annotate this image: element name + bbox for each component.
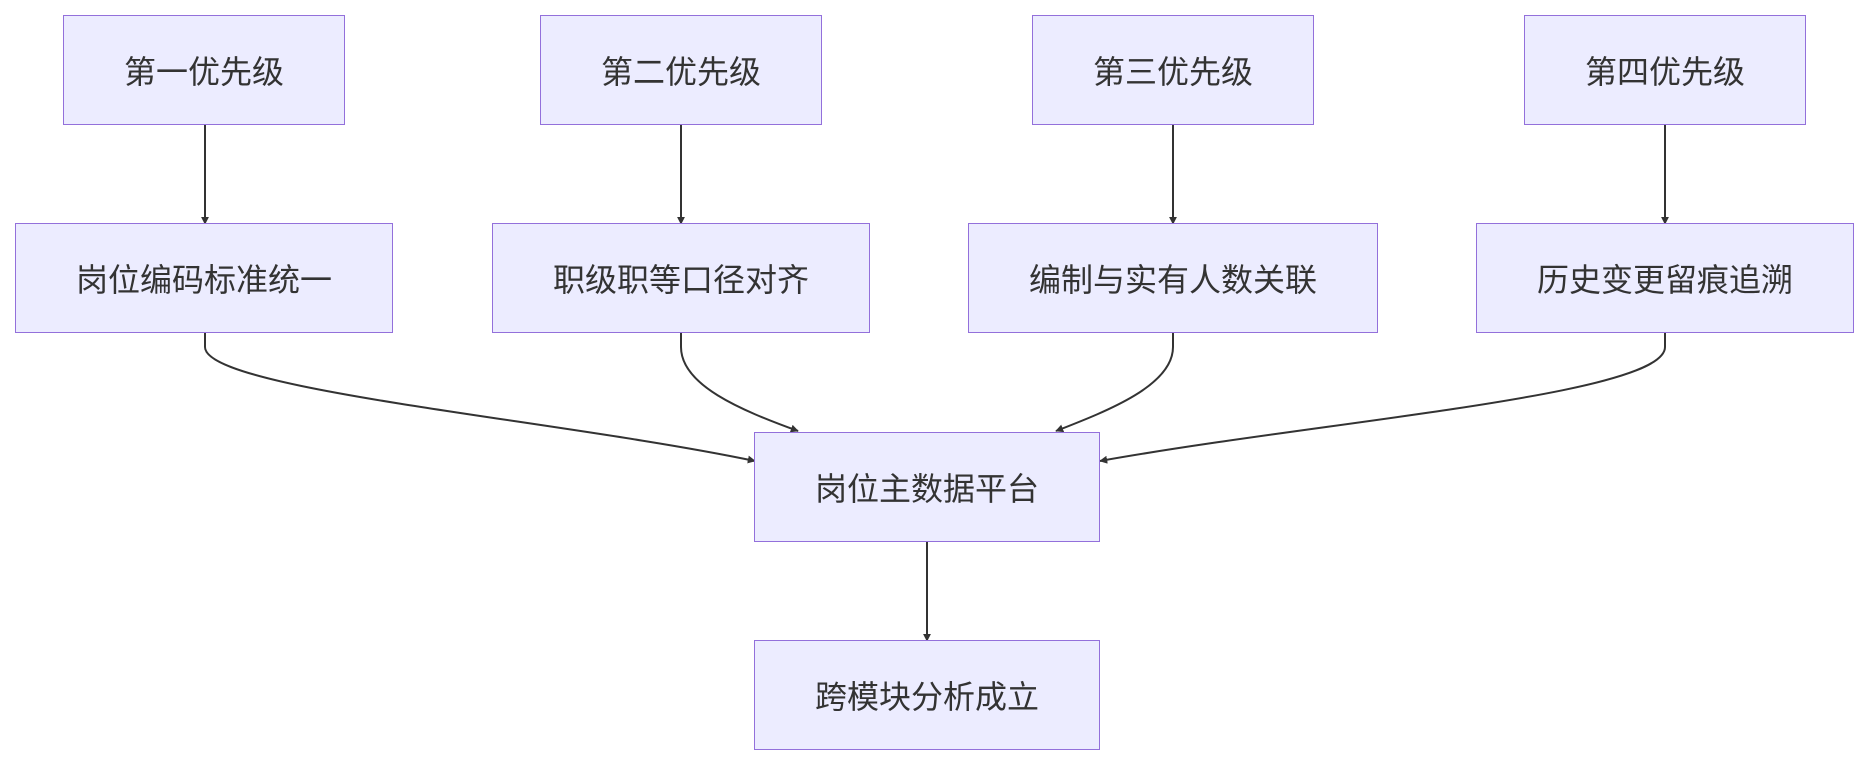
node-label: 职级职等口径对齐: [552, 261, 809, 299]
node-label: 第一优先级: [123, 53, 284, 91]
node-cross-module-analysis: 跨模块分析成立: [754, 640, 1100, 750]
node-priority-1: 第一优先级: [63, 15, 345, 125]
node-label: 跨模块分析成立: [814, 678, 1039, 716]
node-label: 历史变更留痕追溯: [1536, 261, 1793, 299]
node-history-trace: 历史变更留痕追溯: [1476, 223, 1854, 333]
node-label: 岗位编码标准统一: [75, 261, 332, 299]
edge-req2-platform: [680, 333, 799, 433]
node-label: 第四优先级: [1584, 53, 1745, 91]
node-priority-3: 第三优先级: [1032, 15, 1314, 125]
node-position-master-data-platform: 岗位主数据平台: [754, 432, 1100, 542]
node-grade-alignment: 职级职等口径对齐: [492, 223, 870, 333]
node-label: 编制与实有人数关联: [1028, 261, 1317, 299]
node-position-code-standard: 岗位编码标准统一: [15, 223, 393, 333]
node-priority-4: 第四优先级: [1524, 15, 1806, 125]
node-label: 第三优先级: [1092, 53, 1253, 91]
edge-req3-platform: [1055, 333, 1174, 433]
node-label: 第二优先级: [600, 53, 761, 91]
edge-req1-platform: [204, 333, 756, 464]
edge-req4-platform: [1099, 333, 1666, 464]
node-priority-2: 第二优先级: [540, 15, 822, 125]
node-label: 岗位主数据平台: [814, 470, 1039, 508]
node-headcount-link: 编制与实有人数关联: [968, 223, 1378, 333]
